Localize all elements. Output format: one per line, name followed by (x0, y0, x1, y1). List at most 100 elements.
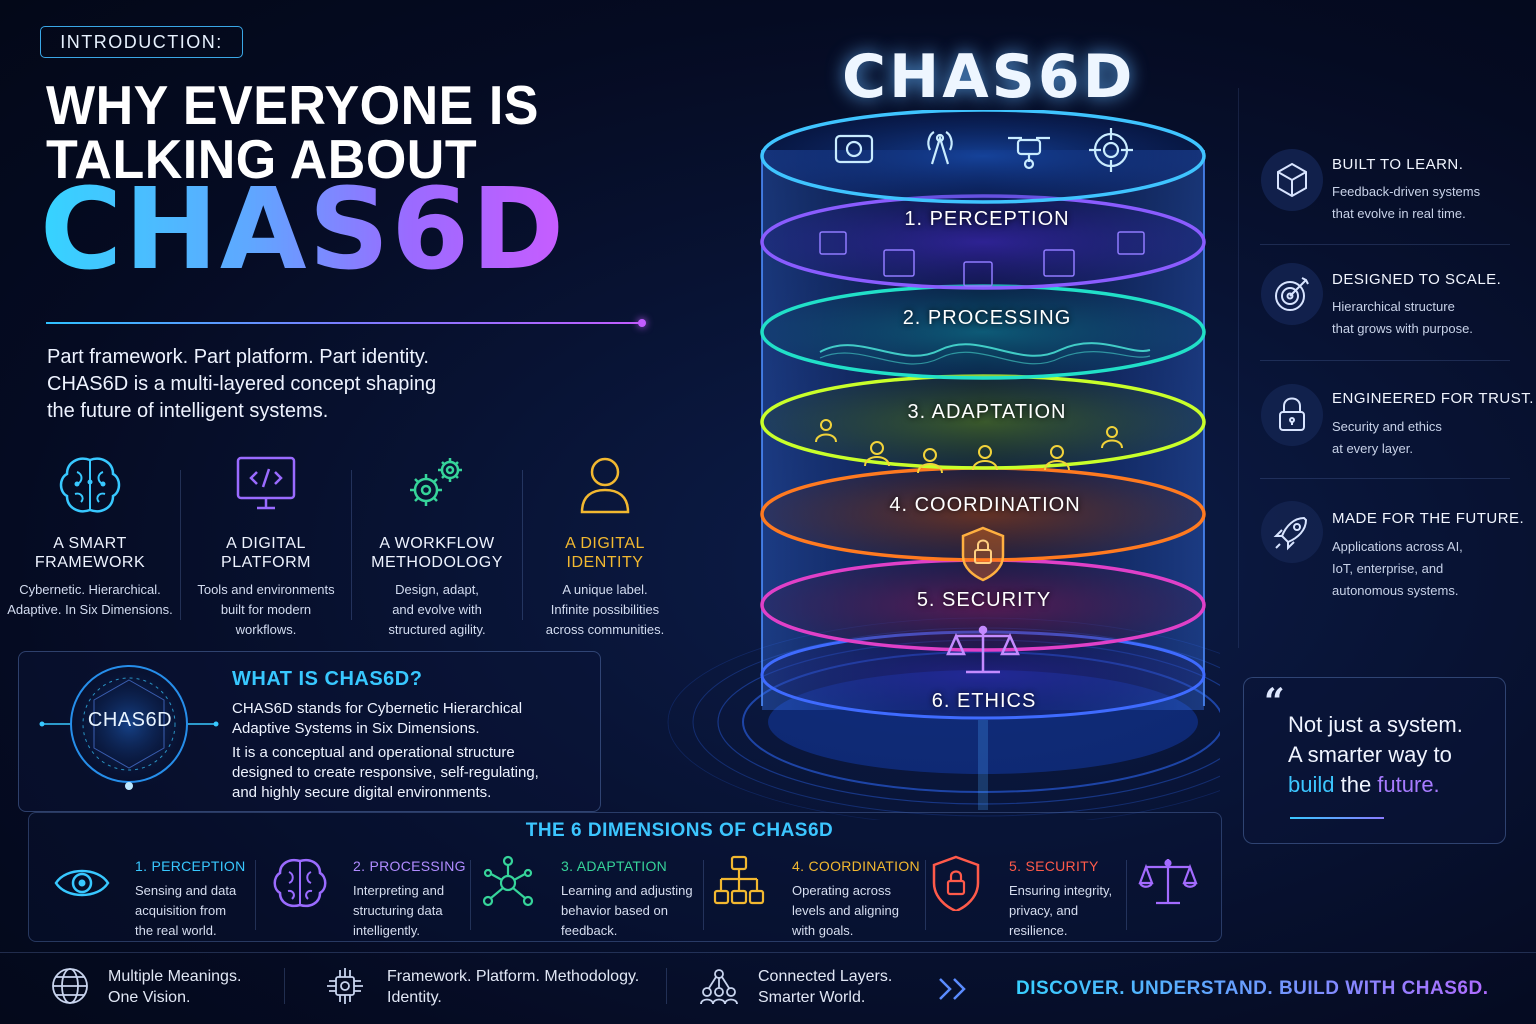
dimension-desc-line: levels and aligning (792, 903, 899, 918)
dimension-desc-line: Learning and adjusting (561, 883, 693, 898)
lock-icon (1261, 384, 1323, 446)
what-is-text: Adaptive Systems in Six Dimensions. (232, 720, 480, 737)
quote-mark-icon: “ (1264, 681, 1285, 723)
right-divider (1238, 88, 1239, 648)
feature-desc-line: Infinite possibilities (550, 602, 660, 617)
cube-icon (1261, 149, 1323, 211)
dimension-desc-line: behavior based on (561, 903, 668, 918)
dimension-title: 1. PERCEPTION (135, 858, 246, 874)
dimension-title: 4. COORDINATION (792, 858, 920, 874)
dimension-divider (470, 860, 471, 930)
feature-desc-line: Design, adapt, (395, 582, 479, 597)
quote-connector: the (1334, 772, 1378, 797)
disc-processing (760, 284, 1206, 380)
footer-item-framework: Framework. Platform. Methodology.Identit… (387, 966, 639, 1008)
layer-stack-illustration (667, 110, 1220, 820)
feature-desc-line: Tools and environments (197, 582, 335, 597)
dimension-title: 3. ADAPTATION (561, 858, 668, 874)
footer-cta: DISCOVER. UNDERSTAND. BUILD WITH CHAS6D. (1016, 978, 1489, 999)
chip-icon (327, 968, 363, 1004)
footer-divider (0, 952, 1536, 953)
footer-divider-vertical (666, 968, 667, 1004)
hero-headline-line2: TALKING ABOUT (46, 129, 478, 191)
chas6d-badge-label: CHAS6D (87, 709, 173, 731)
footer-line: One Vision. (108, 989, 191, 1006)
footer-line: Smarter World. (758, 989, 866, 1006)
what-is-text: and highly secure digital environments. (232, 784, 492, 801)
dimension-desc-line: feedback. (561, 923, 618, 938)
right-feature-separator (1260, 244, 1510, 245)
dimension-desc-line: intelligently. (353, 923, 420, 938)
user-icon (580, 457, 630, 514)
footer-item-meanings: Multiple Meanings.One Vision. (108, 966, 241, 1008)
right-feature-title: ENGINEERED FOR TRUST. (1332, 390, 1534, 407)
layer-label-security: 5. SECURITY (916, 589, 1052, 611)
globe-icon (52, 968, 88, 1004)
dimension-title: 5. SECURITY (1009, 858, 1099, 874)
rocket-icon (1261, 501, 1323, 563)
quote-underline (1290, 817, 1384, 819)
gears-icon (410, 458, 462, 506)
quote-panel (1243, 677, 1506, 844)
tagline-line1: Part framework. Part platform. Part iden… (47, 346, 429, 368)
quote-highlight-build: build (1288, 772, 1335, 797)
dimension-divider (255, 860, 256, 930)
tagline-line2: CHAS6D is a multi-layered concept shapin… (47, 373, 437, 395)
target-icon (1261, 263, 1323, 325)
chevrons-right-icon (939, 978, 966, 1000)
intro-label: INTRODUCTION: (40, 26, 243, 58)
feature-title-line: A DIGITAL (565, 535, 645, 552)
feature-divider (180, 470, 181, 620)
feature-desc-line: A unique label. (562, 582, 648, 597)
feature-desc-line: Cybernetic. Hierarchical. (19, 582, 161, 597)
code-monitor-icon (236, 456, 296, 510)
feature-desc-line: workflows. (235, 622, 297, 637)
brain-icon (273, 858, 327, 908)
right-feature-desc: that grows with purpose. (1332, 321, 1473, 336)
feature-title-line: FRAMEWORK (34, 554, 146, 571)
dimension-desc-line: with goals. (792, 923, 854, 938)
chas6d-badge-icon (39, 662, 219, 790)
quote-highlight-future: future. (1377, 772, 1440, 797)
right-feature-separator (1260, 360, 1510, 361)
right-feature-desc: Feedback-driven systems (1332, 184, 1481, 199)
people-network-icon (700, 969, 738, 1005)
hero-brand: CHAS6D (40, 165, 567, 295)
what-is-text: CHAS6D stands for Cybernetic Hierarchica… (232, 700, 523, 717)
dimension-desc-line: Ensuring integrity, (1009, 883, 1113, 898)
feature-desc-line: across communities. (545, 622, 665, 637)
feature-title-line: PLATFORM (221, 554, 311, 571)
hero-headline-line1: WHY EVERYONE IS (46, 75, 539, 137)
right-feature-desc: Security and ethics (1332, 419, 1442, 434)
right-feature-desc: Applications across AI, (1332, 539, 1463, 554)
dimension-perception: 1. PERCEPTION Sensing and data acquisitio… (52, 855, 272, 945)
dimension-divider (925, 860, 926, 930)
dimension-security: 5. SECURITY Ensuring integrity,privacy, … (926, 855, 1146, 945)
dimension-desc-line: acquisition from (135, 903, 227, 918)
dimension-adaptation: 3. ADAPTATION Learning and adjusting beha… (478, 855, 698, 945)
network-icon (482, 855, 534, 907)
feature-divider (522, 470, 523, 620)
right-feature-title: MADE FOR THE FUTURE. (1332, 510, 1525, 527)
feature-desc-line: structured agility. (388, 622, 486, 637)
dimension-desc-line: Sensing and data (135, 883, 237, 898)
hero-divider (46, 322, 642, 324)
feature-desc-line: and evolve with (392, 602, 482, 617)
footer-item-connected: Connected Layers.Smarter World. (758, 966, 892, 1008)
right-feature-desc: at every layer. (1332, 441, 1413, 456)
right-feature-title: DESIGNED TO SCALE. (1332, 271, 1502, 288)
dimension-desc-line: Interpreting and (353, 883, 445, 898)
layer-label-processing: 2. PROCESSING (902, 307, 1072, 329)
footer-line: Framework. Platform. Methodology. (387, 968, 640, 985)
right-feature-title: BUILT TO LEARN. (1332, 156, 1464, 173)
right-feature-separator (1260, 478, 1510, 479)
coordination-shield-icon (961, 526, 1005, 582)
feature-title-line: A WORKFLOW (379, 535, 495, 552)
quote-line: A smarter way to (1288, 742, 1452, 767)
dimension-divider (703, 860, 704, 930)
right-feature-desc: that evolve in real time. (1332, 206, 1466, 221)
